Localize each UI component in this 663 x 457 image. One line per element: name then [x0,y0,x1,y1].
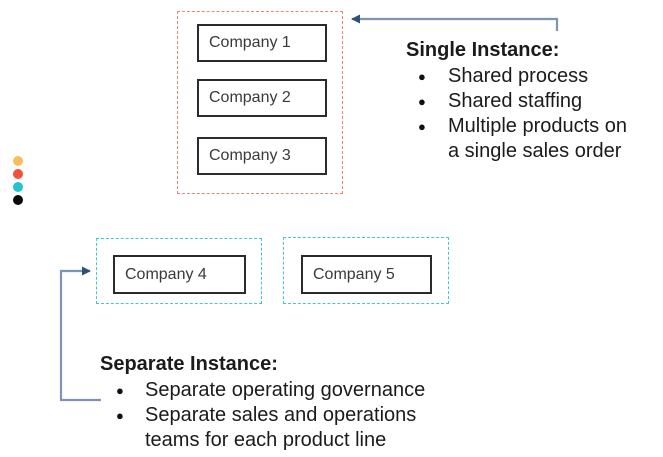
company-box-label: Company 5 [313,265,395,283]
bullet-text: Multiple products on a single sales orde… [448,115,627,162]
decoration-dots [13,156,23,205]
company-box-2: Company 2 [197,79,327,117]
bullet-item: ● Multiple products on a single sales or… [406,114,662,164]
company-box-4: Company 4 [113,255,246,294]
separate-instance-title: Separate Instance: [100,353,278,375]
bullet-item: ● Shared staffing [406,89,662,114]
separate-instance-group-box-1: Company 4 [96,238,262,304]
bullet-icon: ● [418,119,426,134]
bullet-text: Separate sales and operations teams for … [145,404,417,451]
company-box-label: Company 1 [209,34,291,51]
bullet-item: ● Separate operating governance [100,378,445,403]
bullet-item: ● Separate sales and operations teams fo… [100,403,445,453]
separate-instance-group-box-2: Company 5 [283,237,449,304]
company-box-label: Company 2 [209,89,291,106]
company-box-1: Company 1 [197,24,327,62]
bullet-text: Shared process [448,65,589,87]
bullet-text: Shared staffing [448,90,583,112]
dot-cyan [13,182,23,192]
separate-instance-bullet-list: ● Separate operating governance ● Separa… [100,378,445,453]
bullet-icon: ● [418,69,426,84]
bullet-item: ● Shared process [406,64,662,89]
bullet-text: Separate operating governance [145,379,426,401]
company-box-3: Company 3 [197,137,327,175]
bullet-icon: ● [418,94,426,109]
single-instance-group-box: Company 1 Company 2 Company 3 [177,11,343,194]
single-instance-label: Single Instance: ● Shared process ● Shar… [406,38,662,164]
separate-instance-label: Separate Instance: ● Separate operating … [100,352,445,453]
bullet-icon: ● [116,408,124,423]
bullet-icon: ● [116,383,124,398]
company-box-5: Company 5 [301,255,432,294]
single-instance-arrow [351,14,559,31]
single-instance-title: Single Instance: [406,39,560,61]
dot-black [13,195,23,205]
separate-instance-arrow [59,266,101,402]
single-instance-bullet-list: ● Shared process ● Shared staffing ● Mul… [406,64,662,164]
dot-red [13,169,23,179]
dot-orange [13,156,23,166]
company-box-label: Company 4 [125,265,207,283]
company-box-label: Company 3 [209,147,291,164]
